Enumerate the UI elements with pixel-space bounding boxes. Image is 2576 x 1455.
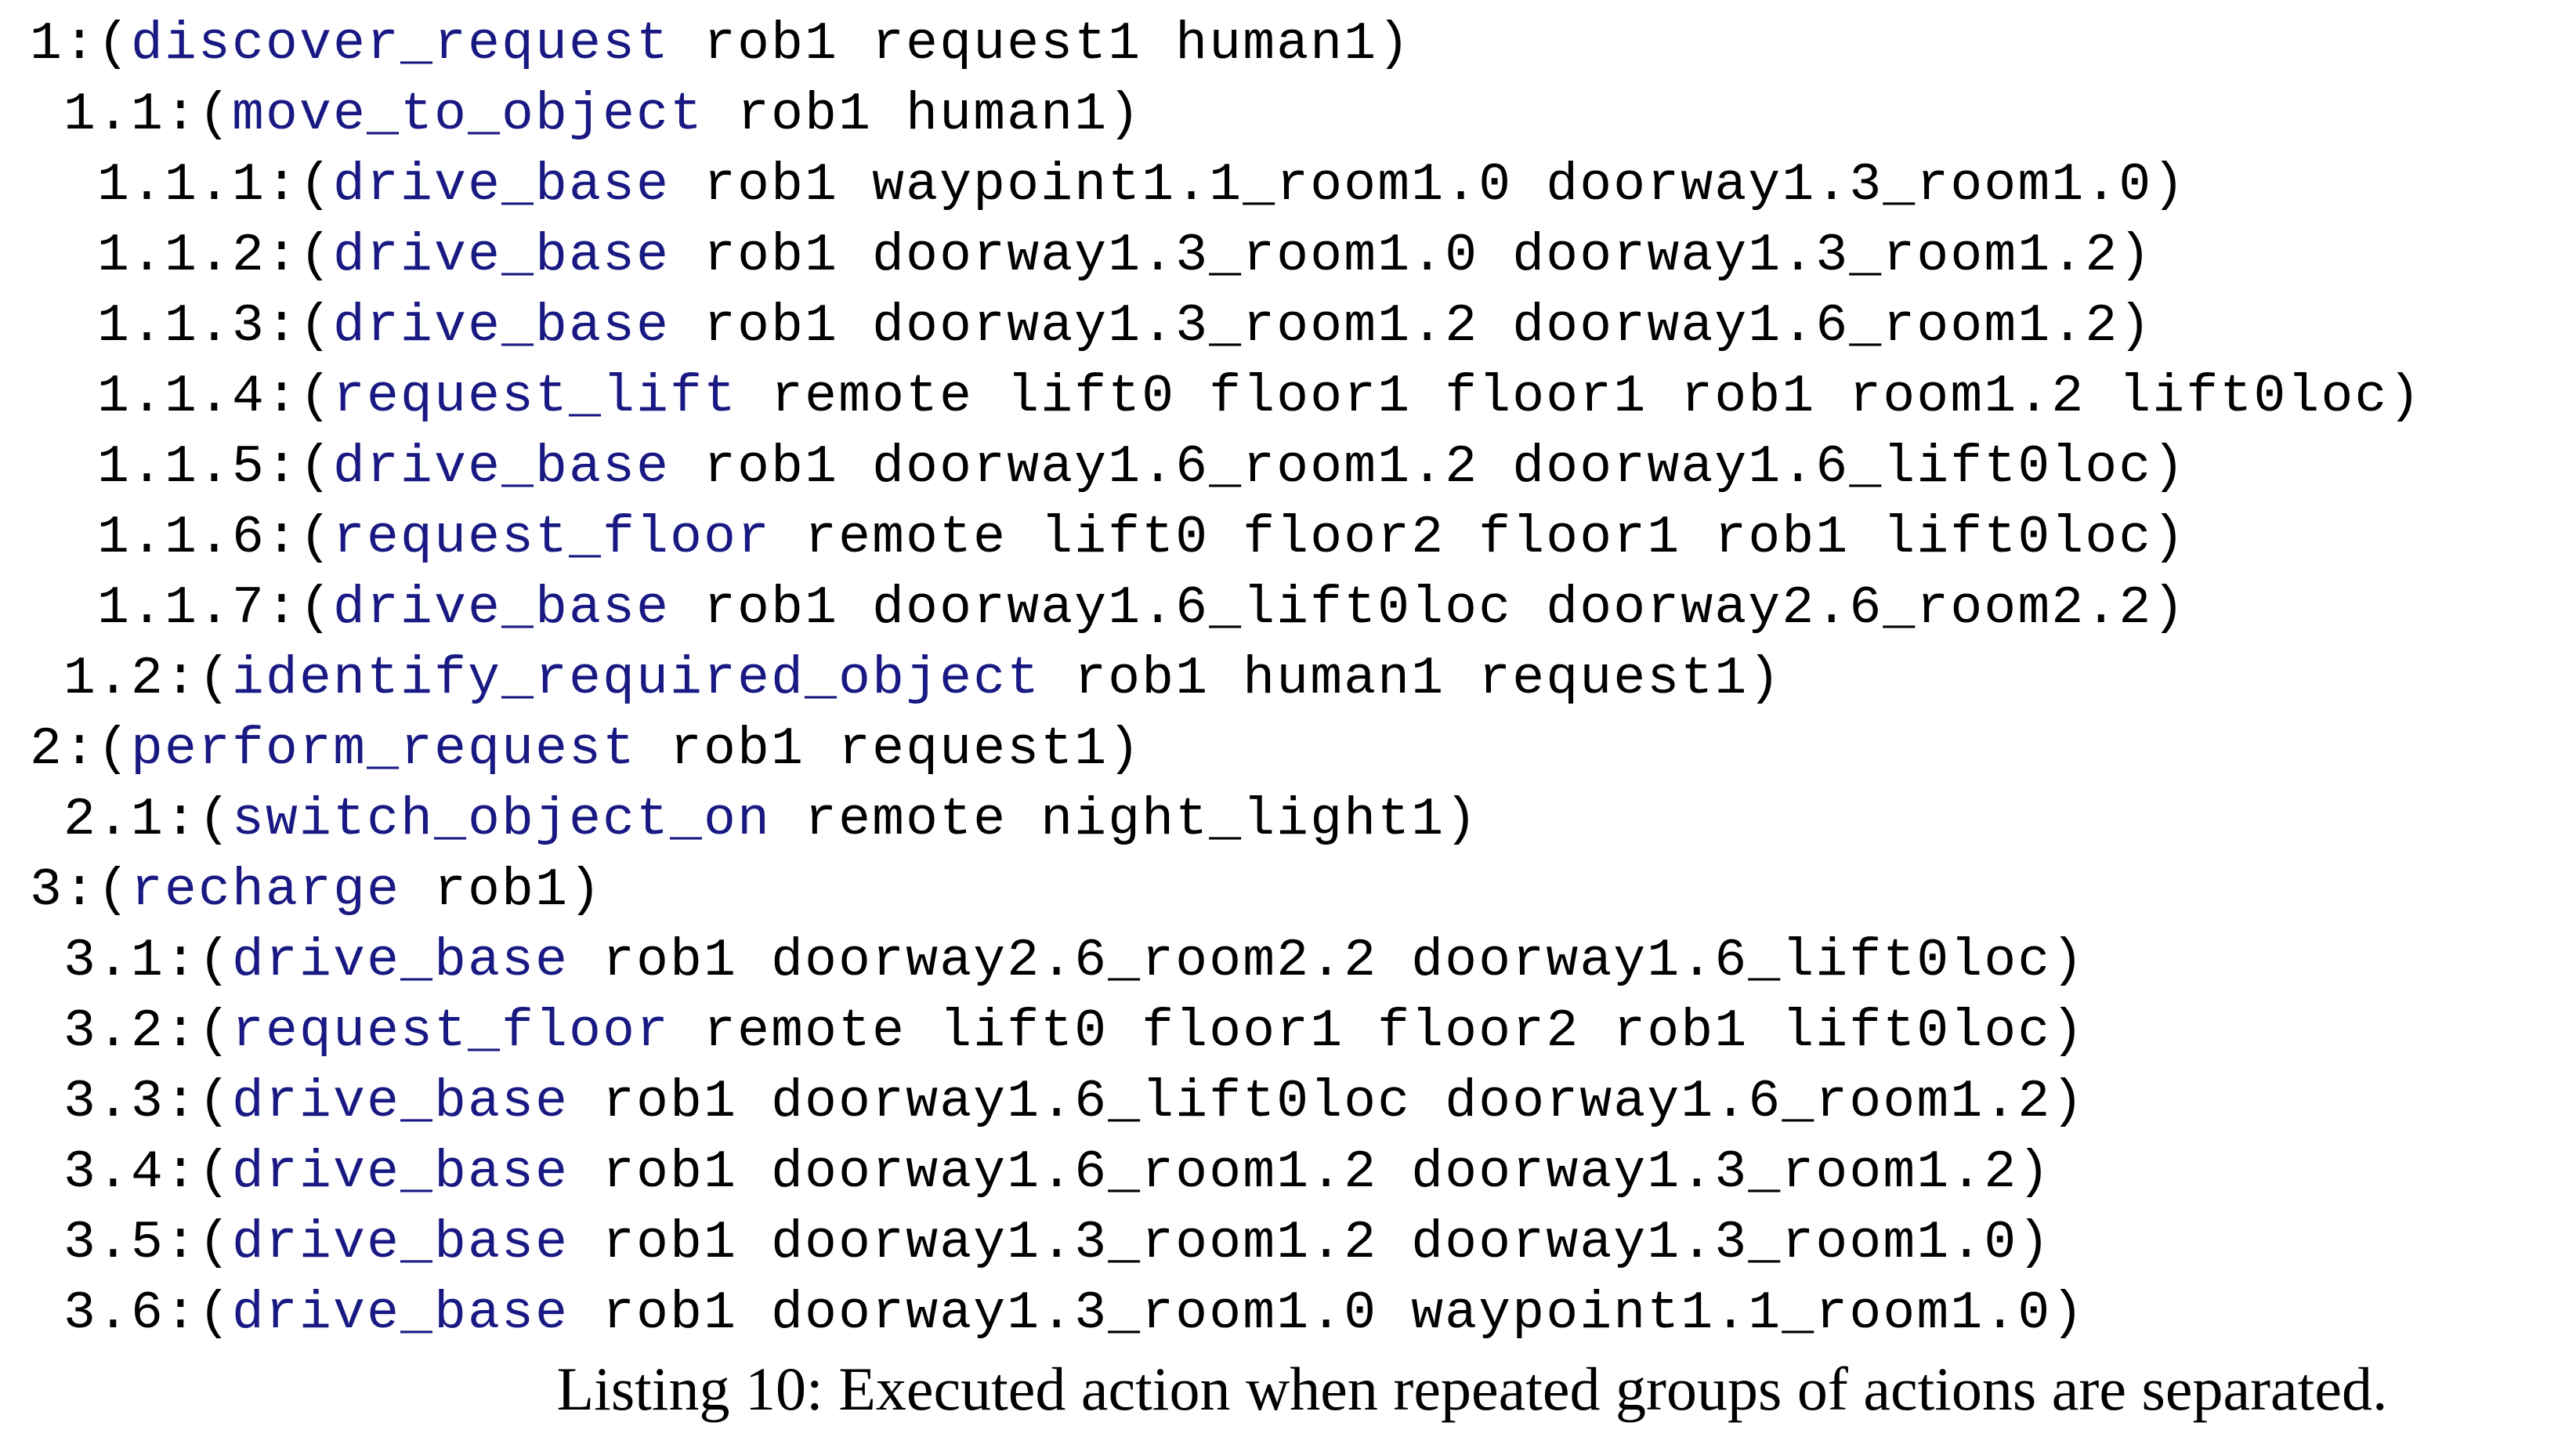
action-args: rob1 human1) [704,85,1142,145]
action-args: remote lift0 floor1 floor2 rob1 lift0loc… [670,1001,2086,1062]
line-number-prefix: 2:( [30,719,132,780]
line-number-prefix: 3.6:( [63,1283,233,1344]
action-args: rob1 doorway1.3_room1.2 doorway1.3_room1… [569,1213,2052,1273]
action-name: drive_base [333,296,671,357]
plan-line: 1.1.4:(request_lift remote lift0 floor1 … [30,362,2422,433]
line-number-prefix: 1.1.4:( [97,367,334,427]
action-args: remote night_light1) [771,790,1479,850]
plan-line: 3.1:(drive_base rob1 doorway2.6_room2.2 … [30,926,2422,997]
action-args: remote lift0 floor2 floor1 rob1 lift0loc… [771,508,2187,568]
action-args: rob1 human1 request1) [1040,649,1782,709]
action-args: rob1 doorway1.6_lift0loc doorway1.6_room… [569,1072,2086,1132]
plan-line: 1.1.1:(drive_base rob1 waypoint1.1_room1… [30,150,2422,221]
action-name: identify_required_object [232,649,1041,709]
action-args: remote lift0 floor1 floor1 rob1 room1.2 … [737,367,2422,427]
action-name: drive_base [333,155,671,215]
action-args: rob1 doorway1.6_room1.2 doorway1.6_lift0… [670,437,2187,498]
plan-line: 1.2:(identify_required_object rob1 human… [30,644,2422,715]
action-name: switch_object_on [232,790,772,850]
action-args: rob1 doorway1.3_room1.0 doorway1.3_room1… [670,226,2153,286]
action-args: rob1 doorway1.6_room1.2 doorway1.3_room1… [569,1142,2052,1203]
action-name: drive_base [232,1283,570,1344]
plan-line: 1.1.7:(drive_base rob1 doorway1.6_lift0l… [30,574,2422,644]
line-number-prefix: 1.1.6:( [97,508,334,568]
plan-line: 1:(discover_request rob1 request1 human1… [30,9,2422,80]
action-name: discover_request [131,14,671,74]
action-args: rob1 doorway2.6_room2.2 doorway1.6_lift0… [569,931,2086,991]
action-name: recharge [131,860,401,921]
plan-line: 3:(recharge rob1) [30,856,2422,926]
action-args: rob1 waypoint1.1_room1.0 doorway1.3_room… [670,155,2187,215]
action-args: rob1 doorway1.3_room1.2 doorway1.6_room1… [670,296,2153,357]
action-name: drive_base [333,437,671,498]
plan-line: 3.4:(drive_base rob1 doorway1.6_room1.2 … [30,1138,2422,1208]
plan-line: 1.1.3:(drive_base rob1 doorway1.3_room1.… [30,291,2422,362]
line-number-prefix: 1.1.5:( [97,437,334,498]
action-name: request_floor [232,1001,671,1062]
action-name: request_lift [333,367,738,427]
action-args: rob1 request1 human1) [670,14,1412,74]
action-name: drive_base [232,1142,570,1203]
line-number-prefix: 1.1.7:( [97,578,334,639]
plan-line: 1.1:(move_to_object rob1 human1) [30,80,2422,150]
line-number-prefix: 2.1:( [63,790,233,850]
line-number-prefix: 3:( [30,860,132,921]
action-name: drive_base [333,578,671,639]
line-number-prefix: 3.3:( [63,1072,233,1132]
action-args: rob1 request1) [636,719,1142,780]
line-number-prefix: 1:( [30,14,132,74]
plan-line: 2:(perform_request rob1 request1) [30,715,2422,785]
line-number-prefix: 1.2:( [63,649,233,709]
action-args: rob1) [400,860,603,921]
plan-line: 3.6:(drive_base rob1 doorway1.3_room1.0 … [30,1279,2422,1349]
line-number-prefix: 3.2:( [63,1001,233,1062]
listing-caption: Listing 10: Executed action when repeate… [556,1355,2388,1423]
plan-line: 2.1:(switch_object_on remote night_light… [30,785,2422,856]
action-name: move_to_object [232,85,704,145]
plan-line: 1.1.6:(request_floor remote lift0 floor2… [30,503,2422,574]
action-name: request_floor [333,508,772,568]
action-name: perform_request [131,719,637,780]
line-number-prefix: 3.4:( [63,1142,233,1203]
action-name: drive_base [232,1072,570,1132]
action-name: drive_base [333,226,671,286]
line-number-prefix: 3.5:( [63,1213,233,1273]
line-number-prefix: 1.1.2:( [97,226,334,286]
plan-line: 3.2:(request_floor remote lift0 floor1 f… [30,997,2422,1067]
line-number-prefix: 3.1:( [63,931,233,991]
code-listing: 1:(discover_request rob1 request1 human1… [30,9,2422,1349]
plan-line: 1.1.2:(drive_base rob1 doorway1.3_room1.… [30,221,2422,291]
plan-line: 3.5:(drive_base rob1 doorway1.3_room1.2 … [30,1208,2422,1279]
line-number-prefix: 1.1:( [63,85,233,145]
line-number-prefix: 1.1.3:( [97,296,334,357]
plan-line: 1.1.5:(drive_base rob1 doorway1.6_room1.… [30,433,2422,503]
action-name: drive_base [232,931,570,991]
action-name: drive_base [232,1213,570,1273]
line-number-prefix: 1.1.1:( [97,155,334,215]
plan-line: 3.3:(drive_base rob1 doorway1.6_lift0loc… [30,1067,2422,1138]
action-args: rob1 doorway1.6_lift0loc doorway2.6_room… [670,578,2187,639]
action-args: rob1 doorway1.3_room1.0 waypoint1.1_room… [569,1283,2086,1344]
